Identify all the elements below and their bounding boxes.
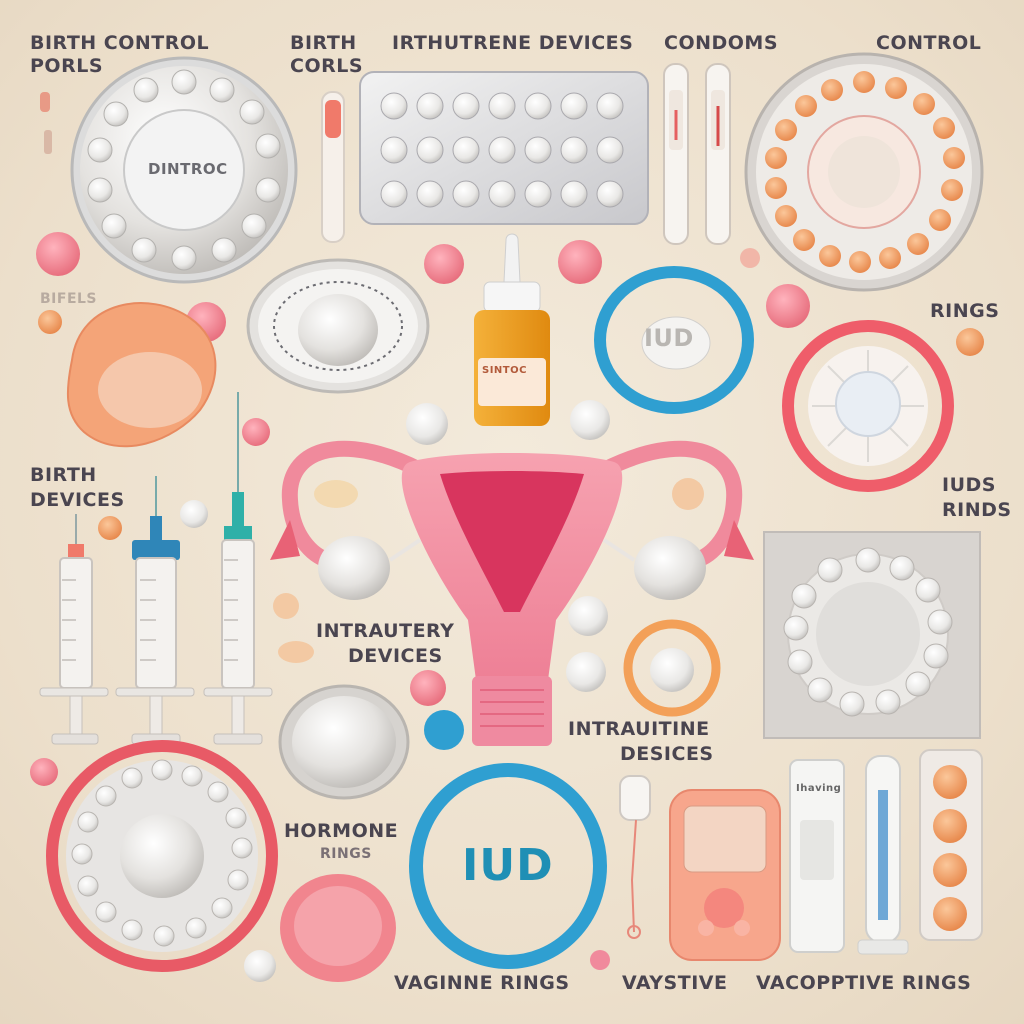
label-box: Ihaving <box>796 783 842 794</box>
blister-pack <box>359 71 649 225</box>
pink-pill <box>36 232 80 276</box>
blue-ring-top <box>594 266 754 414</box>
test-sticks <box>663 63 731 245</box>
label-control: CONTROL <box>876 32 982 54</box>
blue-ring-iud <box>409 763 607 969</box>
test-tube <box>321 91 345 243</box>
label-birth-corls: BIRTH CORLS <box>290 32 364 77</box>
syringe-1 <box>39 514 109 745</box>
label-iud-big-ring: IUD <box>462 840 554 891</box>
label-intrautery-devices: INTRAUTERY DEVICES <box>316 620 455 667</box>
contraceptive-ring-right <box>782 320 954 492</box>
thermometer <box>857 755 909 955</box>
dropper-bottle <box>474 233 550 426</box>
product-box <box>789 759 845 953</box>
label-irthutrene-devices: IRTHUTRENE DEVICES <box>392 32 634 54</box>
label-hormone-rings: HORMONE RINGS <box>284 820 399 862</box>
pink-disc <box>280 874 396 982</box>
label-pack-center: DINTROC <box>148 160 228 178</box>
label-vacopptive-rings: VACOPPTIVE RINGS <box>756 972 972 994</box>
iud-string-device <box>619 775 651 939</box>
condom-packet <box>763 531 981 739</box>
dial-pill-pack-top-right <box>744 52 984 292</box>
label-birth-control-1: BIRTH CONTROL PORLS <box>30 32 210 77</box>
label-birth-devices: BIRTH DEVICES <box>30 464 125 511</box>
syringe-2 <box>115 476 195 745</box>
handheld-device <box>669 789 781 961</box>
label-condoms: CONDOMS <box>664 32 779 54</box>
label-iuds-rinds: IUDS RINDS <box>942 474 1012 521</box>
contraceptive-cap <box>278 684 410 800</box>
label-rings-right: RINGS <box>930 300 1000 322</box>
circular-pill-pack-top-left <box>70 56 298 284</box>
uterus-illustration <box>270 440 754 746</box>
label-vaginne-rings: VAGINNE RINGS <box>394 972 570 994</box>
label-intrauitine-desices: INTRAUITINE DESICES <box>568 718 714 765</box>
dial-pill-pack-bottom-left <box>46 740 278 972</box>
label-iud-small-ring: IUD <box>644 324 694 352</box>
orange-ring <box>623 619 721 717</box>
syringe-3 <box>203 392 273 745</box>
round-pill-pack-center <box>246 258 430 394</box>
label-bifels: BIFELS <box>40 291 98 307</box>
orange-pill <box>38 310 62 334</box>
label-vaystive: VAYSTIVE <box>622 972 728 994</box>
orange-blister-strip <box>919 749 983 941</box>
label-bottle: SINTOC <box>482 365 527 376</box>
